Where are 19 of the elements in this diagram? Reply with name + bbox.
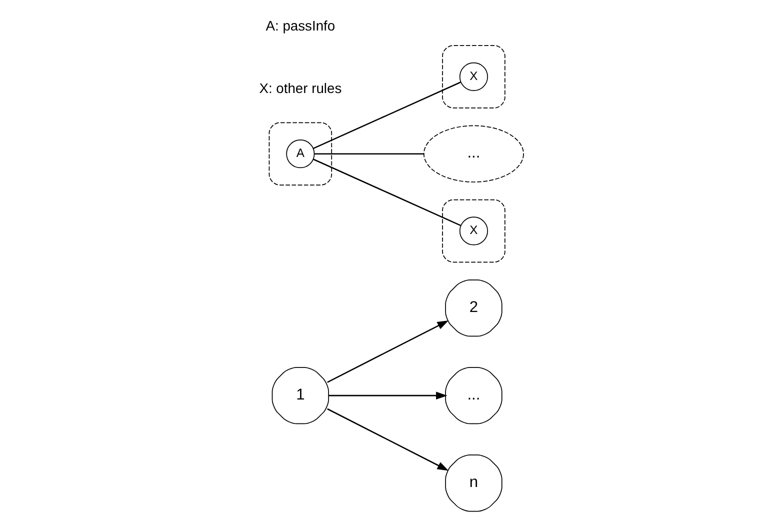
label: X: other rules <box>259 80 342 96</box>
node-circle: n <box>445 454 502 512</box>
node-circle: A <box>286 140 315 168</box>
connector <box>313 158 462 226</box>
cluster <box>442 45 506 108</box>
cluster <box>268 122 332 186</box>
arrow <box>327 320 449 383</box>
arrow <box>327 408 449 471</box>
node-ellipse: ... <box>423 125 524 182</box>
arrow <box>328 392 448 400</box>
connector <box>313 82 462 150</box>
cluster <box>442 199 506 263</box>
connector <box>314 153 424 154</box>
node-circle: X <box>459 216 488 246</box>
node-circle: 2 <box>445 279 502 337</box>
node-circle: 1 <box>272 367 330 424</box>
node-circle: X <box>459 62 488 92</box>
node-circle: ... <box>445 367 502 424</box>
label: A: passInfo <box>266 18 336 34</box>
